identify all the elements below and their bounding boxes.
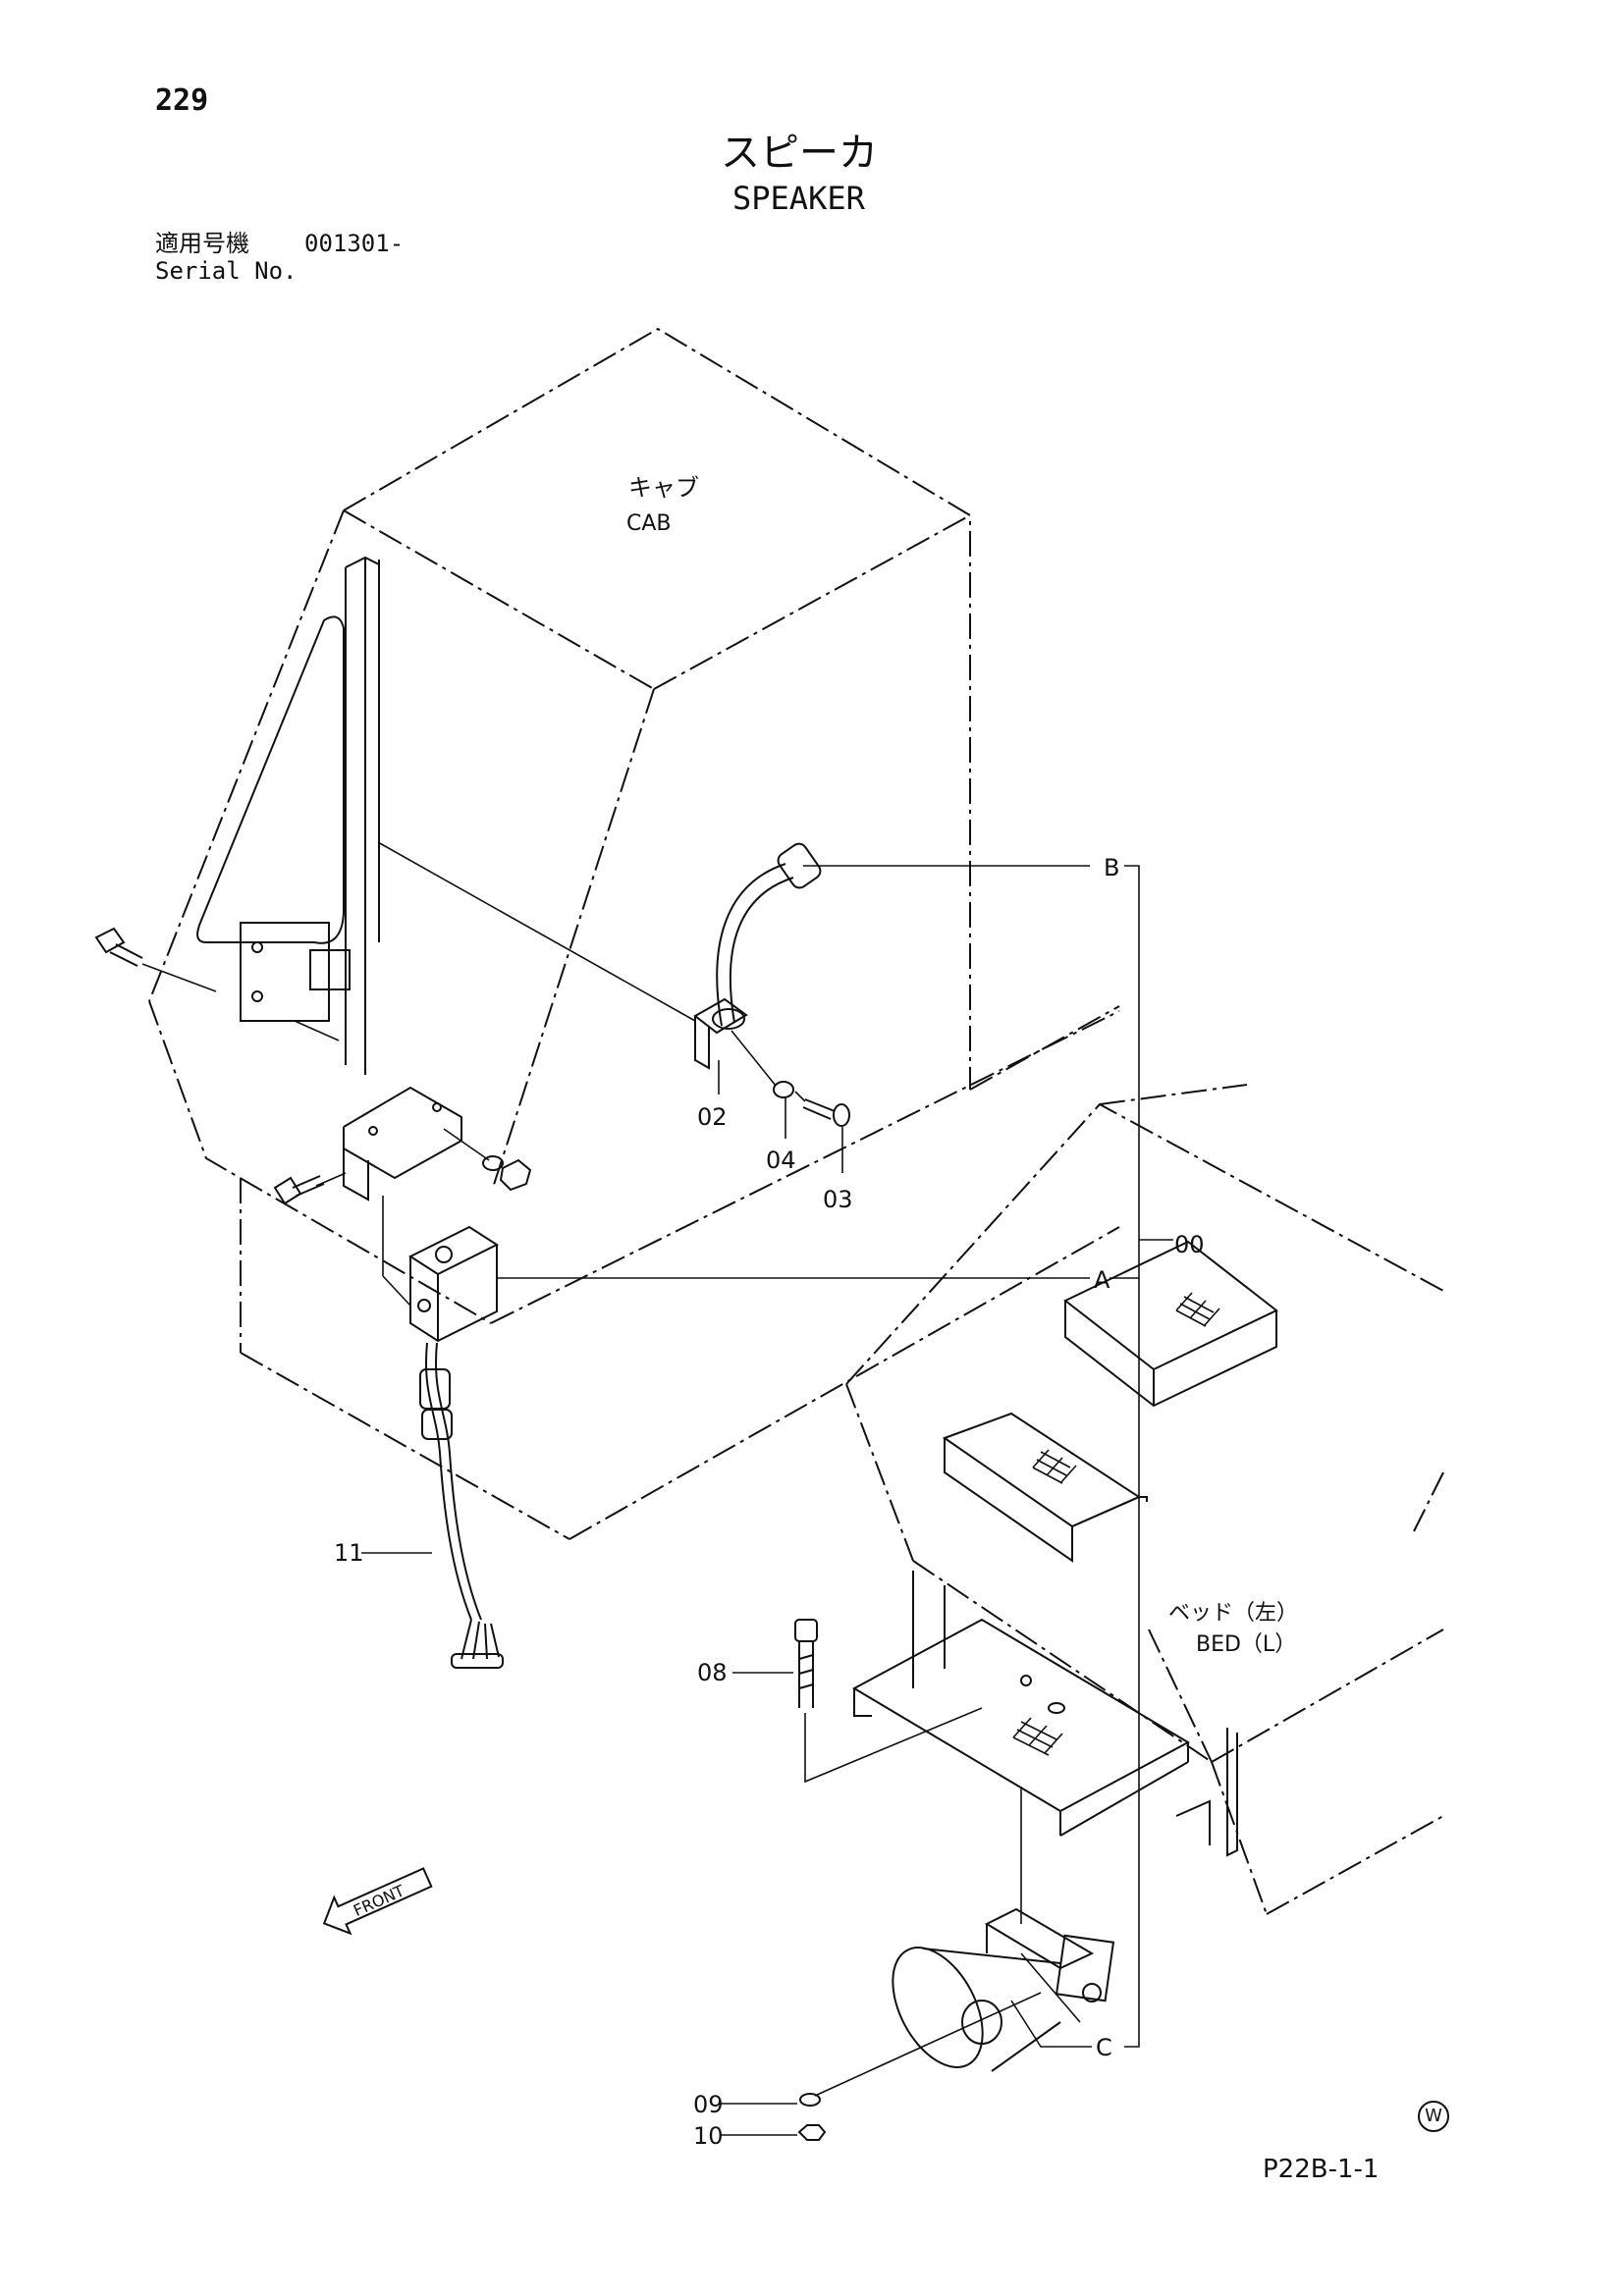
mic-screw: [802, 1098, 850, 1127]
post-clip: [309, 949, 351, 990]
nut-10: [797, 2124, 827, 2141]
w-circle-mark: W: [1418, 2101, 1449, 2132]
serial-label-japanese: 適用号機: [155, 230, 249, 257]
page-code: P22B-1-1: [1263, 2155, 1380, 2184]
washer-09: [799, 2093, 821, 2107]
microphone-gooseneck: [716, 842, 822, 1027]
cab-label-japanese: キャブ: [628, 474, 699, 502]
part-10-label: 10: [693, 2122, 724, 2150]
ref-c-label: C: [1096, 2034, 1112, 2061]
part-09-label: 09: [693, 2091, 724, 2118]
mic-washer: [773, 1081, 794, 1098]
bed-grille-panel-2: [942, 1412, 1148, 1563]
bed-grille-panel-1: [1063, 1240, 1278, 1408]
part-04-label: 04: [766, 1147, 796, 1174]
microphone-bracket: [693, 997, 748, 1070]
bed-outline: [845, 1084, 1444, 1915]
front-direction-arrow: FRONT: [322, 1867, 433, 1936]
cab-bolt-left: [94, 927, 143, 967]
part-08-label: 08: [697, 1659, 728, 1686]
part-03-label: 03: [823, 1186, 853, 1213]
bolt-08: [794, 1619, 818, 1708]
horn-speaker: [892, 1907, 1115, 2072]
cab-outline: [148, 327, 1120, 1540]
side-washer: [482, 1155, 504, 1171]
post-bracket: [240, 922, 330, 1022]
title-japanese: スピーカ: [721, 131, 878, 176]
cab-label-english: CAB: [626, 511, 672, 536]
cab-window: [196, 615, 345, 944]
bed-label-japanese: ベッド（左）: [1168, 1601, 1298, 1626]
side-nut: [499, 1158, 532, 1192]
serial-label-english: Serial No.: [155, 257, 298, 285]
speaker-controller: [407, 1225, 500, 1343]
ref-b-label: B: [1104, 854, 1119, 881]
page-number: 229: [155, 83, 209, 118]
side-bolt: [273, 1175, 325, 1205]
part-02-label: 02: [697, 1103, 728, 1131]
front-label: FRONT: [351, 1881, 407, 1920]
bed-mount-bracket: [851, 1571, 1238, 1857]
wire-harness: [419, 1342, 504, 1669]
title-english: SPEAKER: [732, 180, 865, 217]
part-00-label: 00: [1174, 1231, 1205, 1258]
ref-a-label: A: [1094, 1266, 1110, 1294]
serial-number-value: 001301-: [304, 230, 405, 257]
bed-label-english: BED（L）: [1196, 1632, 1296, 1657]
part-11-label: 11: [334, 1539, 364, 1567]
grille-mesh: [1012, 1292, 1220, 1756]
leader-lines: [141, 841, 1173, 2136]
cab-post: [345, 556, 380, 1075]
side-mount-bracket: [343, 1086, 462, 1201]
